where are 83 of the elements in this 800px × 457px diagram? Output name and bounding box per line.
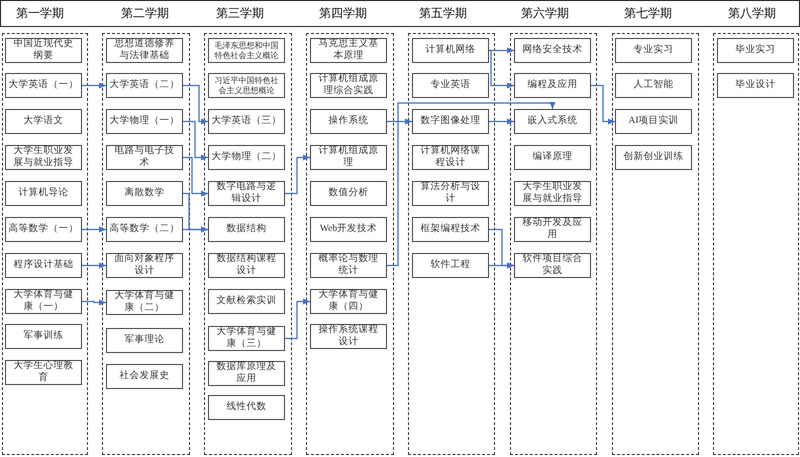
- course-box: 大学生职业发展与就业指导: [514, 181, 591, 206]
- course-box: 编程及应用: [514, 73, 591, 98]
- course-box: 思想道德修养与法律基础: [106, 38, 183, 63]
- course-box: 大学英语（二）: [106, 73, 183, 98]
- course-box: 计算机导论: [5, 181, 82, 206]
- course-box: 社会发展史: [106, 364, 183, 389]
- course-box: 算法分析与设计: [412, 181, 489, 206]
- course-box: 大学物理（二）: [208, 145, 285, 170]
- course-box: 操作系统课程设计: [310, 324, 387, 349]
- course-box: 大学语文: [5, 109, 82, 134]
- course-box: 大学生心理教育: [5, 360, 82, 385]
- course-box: 大学生职业发展与就业指导: [5, 145, 82, 170]
- course-box: 大学体育与健康（三）: [208, 326, 285, 351]
- arrow: [387, 118, 412, 124]
- course-box: 大学物理（一）: [106, 109, 183, 134]
- course-box: 创新创业训练: [615, 145, 692, 170]
- arrow: [489, 50, 514, 88]
- course-box: 计算机网络课程设计: [412, 145, 489, 170]
- course-box: 高等数学（一）: [5, 217, 82, 242]
- arrow: [183, 120, 208, 160]
- course-box: 计算机组成原理综合实践: [310, 73, 387, 98]
- arrow: [489, 262, 514, 268]
- course-box: 数字电路与逻辑设计: [208, 181, 285, 206]
- course-box: 计算机网络: [412, 38, 489, 63]
- course-box: 文献检索实训: [208, 289, 285, 314]
- course-box: 军事理论: [106, 328, 183, 353]
- course-box: 编译原理: [514, 145, 591, 170]
- semester-heading: 第一学期: [16, 5, 64, 22]
- arrow: [285, 298, 310, 340]
- semester-heading: 第二学期: [121, 5, 169, 22]
- course-box: 概率论与数理统计: [310, 253, 387, 278]
- arrow: [591, 84, 615, 124]
- arrow: [183, 226, 208, 232]
- semester-heading: 第八学期: [728, 5, 776, 22]
- course-box: AI项目实训: [615, 109, 692, 134]
- course-box: 大学英语（一）: [5, 73, 82, 98]
- course-box: 专业英语: [412, 73, 489, 98]
- course-box: 网络安全技术: [514, 38, 591, 63]
- course-box: 线性代数: [208, 395, 285, 420]
- arrow: [387, 102, 556, 266]
- course-box: 离散数学: [106, 181, 183, 206]
- course-box: 移动开发及应用: [514, 217, 591, 242]
- arrow: [489, 48, 514, 54]
- course-box: 大学体育与健康（二）: [106, 290, 183, 315]
- arrow: [82, 226, 106, 232]
- arrow: [82, 300, 106, 306]
- arrow: [82, 82, 106, 88]
- course-box: 大学体育与健康（四）: [310, 289, 387, 314]
- course-box: 大学英语（三）: [208, 109, 285, 134]
- course-box: 数值分析: [310, 181, 387, 206]
- course-box: 操作系统: [310, 109, 387, 134]
- semester-heading: 第五学期: [419, 5, 467, 22]
- semester-heading: 第六学期: [521, 5, 569, 22]
- semester-heading: 第四学期: [319, 5, 367, 22]
- course-box: 高等数学（二）: [106, 217, 183, 242]
- course-box: Web开发技术: [310, 217, 387, 242]
- course-box: 大学体育与健康（一）: [5, 289, 82, 314]
- course-box: 毕业实习: [717, 38, 794, 63]
- course-box: 毕业设计: [717, 73, 794, 98]
- arrow: [285, 154, 310, 194]
- course-box: 电路与电子技术: [106, 145, 183, 170]
- course-box: 程序设计基础: [5, 253, 82, 278]
- course-box: 马克思主义基本原理: [310, 38, 387, 63]
- course-box: 军事训练: [5, 324, 82, 349]
- course-box: 中国近现代史纲要: [5, 38, 82, 63]
- course-box: 框架编程技术: [412, 217, 489, 242]
- arrow: [82, 262, 106, 268]
- course-box: 数字图像处理: [412, 109, 489, 134]
- course-box: 数据库原理及应用: [208, 361, 285, 386]
- semester-heading: 第三学期: [216, 5, 264, 22]
- course-box: 计算机组成原理: [310, 145, 387, 170]
- course-box: 嵌入式系统: [514, 109, 591, 134]
- arrow: [489, 118, 514, 124]
- course-box: 数据结构: [208, 217, 285, 242]
- course-box: 专业实习: [615, 38, 692, 63]
- semester-heading: 第七学期: [624, 5, 672, 22]
- arrow: [183, 84, 208, 124]
- course-box: 面向对象程序设计: [106, 253, 183, 278]
- arrow: [183, 156, 208, 196]
- course-box: 人工智能: [615, 73, 692, 98]
- course-box: 软件项目综合实践: [514, 253, 591, 278]
- course-box: 数据结构课程设计: [208, 253, 285, 278]
- course-box: 软件工程: [412, 253, 489, 278]
